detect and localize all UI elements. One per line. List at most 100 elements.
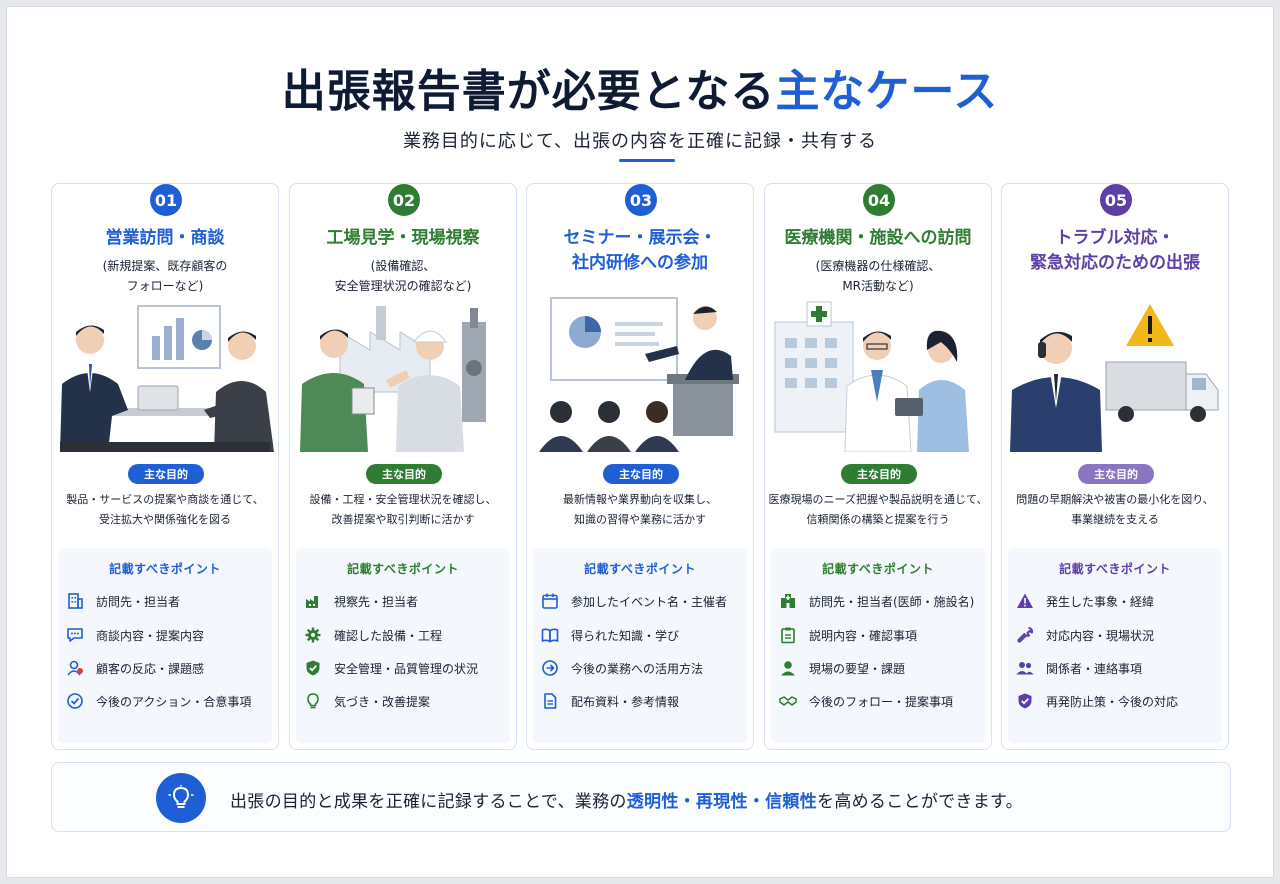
key-point-item: 今後のフォロー・提案事項 bbox=[779, 690, 979, 712]
key-point-text: 関係者・連絡事項 bbox=[1046, 661, 1143, 676]
title-main: 出張報告書が必要となる bbox=[281, 66, 776, 117]
key-points-heading: 記載すべきポイント bbox=[109, 562, 221, 576]
key-points-heading: 記載すべきポイント bbox=[822, 562, 934, 576]
hospital-icon bbox=[781, 594, 795, 608]
key-point-text: 顧客の反応・課題感 bbox=[96, 661, 205, 676]
purpose-badge: 主な目的 bbox=[1078, 464, 1154, 484]
case-number: 02 bbox=[388, 184, 420, 216]
purpose-line: 製品・サービスの提案や商談を通じて、 bbox=[66, 493, 264, 506]
key-point-item: 説明内容・確認事項 bbox=[779, 624, 979, 646]
key-point-item: 今後のアクション・合意事項 bbox=[66, 690, 266, 712]
key-point-text: 配布資料・参考情報 bbox=[571, 694, 680, 709]
key-point-item: 参加したイベント名・主催者 bbox=[541, 590, 741, 612]
summary-banner: 出張の目的と成果を正確に記録することで、業務の透明性・再現性・信頼性を高めること… bbox=[51, 762, 1231, 832]
clipboard-icon bbox=[781, 627, 795, 644]
case-title-line: セミナー・展示会・ bbox=[563, 228, 717, 248]
check-circle-icon bbox=[67, 693, 83, 709]
purpose-line: 事業継続を支える bbox=[1071, 513, 1159, 526]
handshake-icon bbox=[779, 696, 797, 706]
key-points-heading: 記載すべきポイント bbox=[1059, 562, 1171, 576]
key-point-item: 顧客の反応・課題感 bbox=[66, 657, 266, 679]
case-purpose: 最新情報や業界動向を収集し、 知識の習得や業務に活かす bbox=[527, 490, 753, 530]
case-title-line: 社内研修への参加 bbox=[572, 253, 708, 273]
key-points-box: 記載すべきポイント 発生した事象・経緯 対応内容・現場状況 関係者・連絡事項 再… bbox=[1008, 548, 1222, 743]
seminar-illustration bbox=[539, 297, 739, 452]
key-point-text: 商談内容・提案内容 bbox=[96, 628, 205, 643]
case-title: 医療機関・施設への訪問 bbox=[765, 226, 991, 251]
building-icon bbox=[68, 593, 83, 609]
key-point-item: 気づき・改善提案 bbox=[304, 690, 504, 712]
case-subtitle-line: (新規提案、既存顧客の bbox=[102, 259, 228, 273]
case-number: 03 bbox=[625, 184, 657, 216]
lightbulb-icon bbox=[156, 773, 206, 823]
case-title-line: トラブル対応・ bbox=[1055, 228, 1175, 248]
summary-text: 出張の目的と成果を正確に記録することで、業務の透明性・再現性・信頼性を高めること… bbox=[230, 787, 1023, 812]
key-point-text: 現場の要望・課題 bbox=[809, 661, 906, 676]
purpose-badge: 主な目的 bbox=[603, 464, 679, 484]
case-purpose: 製品・サービスの提案や商談を通じて、 受注拡大や関係強化を図る bbox=[52, 490, 278, 530]
shield-check-icon bbox=[306, 660, 320, 676]
purpose-line: 最新情報や業界動向を収集し、 bbox=[563, 493, 717, 506]
case-purpose: 医療現場のニーズ把握や製品説明を通じて、 信頼関係の構築と提案を行う bbox=[765, 490, 991, 530]
purpose-line: 設備・工程・安全管理状況を確認し、 bbox=[309, 493, 497, 506]
key-point-text: 参加したイベント名・主催者 bbox=[571, 594, 728, 609]
lightbulb-icon bbox=[307, 693, 319, 709]
summary-text-before: 出張の目的と成果を正確に記録することで、業務の bbox=[230, 792, 627, 812]
key-point-item: 今後の業務への活用方法 bbox=[541, 657, 741, 679]
purpose-badge: 主な目的 bbox=[366, 464, 442, 484]
infographic-page: 出張報告書が必要となる主なケース 業務目的に応じて、出張の内容を正確に記録・共有… bbox=[6, 6, 1274, 878]
case-number: 04 bbox=[863, 184, 895, 216]
key-point-item: 現場の要望・課題 bbox=[779, 657, 979, 679]
calendar-icon bbox=[542, 593, 558, 609]
case-title: 工場見学・現場視察 bbox=[290, 226, 516, 251]
case-card-seminar: 03 セミナー・展示会・ 社内研修への参加 主な目的 bbox=[526, 183, 754, 750]
factory-inspection-illustration bbox=[300, 306, 486, 452]
key-point-item: 対応内容・現場状況 bbox=[1016, 624, 1216, 646]
key-point-text: 視察先・担当者 bbox=[334, 594, 419, 609]
key-point-text: 安全管理・品質管理の状況 bbox=[334, 661, 479, 676]
key-points-box: 記載すべきポイント 参加したイベント名・主催者 得られた知識・学び 今後の業務へ… bbox=[533, 548, 747, 743]
key-points-box: 記載すべきポイント 訪問先・担当者(医師・施設名) 説明内容・確認事項 現場の要… bbox=[771, 548, 985, 743]
case-title: 営業訪問・商談 bbox=[52, 226, 278, 251]
key-point-text: 確認した設備・工程 bbox=[334, 628, 443, 643]
case-title-line: 工場見学・現場視察 bbox=[326, 228, 480, 248]
factory-icon bbox=[306, 596, 318, 608]
summary-text-after: を高めることができます。 bbox=[817, 792, 1023, 812]
purpose-line: 信頼関係の構築と提案を行う bbox=[806, 513, 950, 526]
purpose-line: 問題の早期解決や被害の最小化を図り、 bbox=[1016, 493, 1214, 506]
case-card-medical: 04 医療機関・施設への訪問 (医療機器の仕様確認、 MR活動など) bbox=[764, 183, 992, 750]
case-card-factory: 02 工場見学・現場視察 (設備確認、 安全管理状況の確認など) 主な目的 設備… bbox=[289, 183, 517, 750]
key-point-text: 気づき・改善提案 bbox=[334, 694, 431, 709]
case-title-line: 医療機関・施設への訪問 bbox=[784, 228, 972, 248]
key-point-item: 確認した設備・工程 bbox=[304, 624, 504, 646]
key-point-item: 視察先・担当者 bbox=[304, 590, 504, 612]
hospital-visit-illustration bbox=[774, 301, 969, 452]
key-point-text: 説明内容・確認事項 bbox=[809, 628, 918, 643]
wrench-icon bbox=[1017, 626, 1034, 643]
key-point-item: 訪問先・担当者(医師・施設名) bbox=[779, 590, 979, 612]
key-point-item: 配布資料・参考情報 bbox=[541, 690, 741, 712]
key-points-heading: 記載すべきポイント bbox=[584, 562, 696, 576]
key-point-item: 得られた知識・学び bbox=[541, 624, 741, 646]
case-title: トラブル対応・ 緊急対応のための出張 bbox=[1002, 226, 1228, 276]
arrow-circle-icon bbox=[542, 660, 558, 676]
title-underline bbox=[619, 159, 675, 162]
case-subtitle-line: (設備確認、 bbox=[370, 259, 436, 273]
case-subtitle-line: MR活動など) bbox=[842, 279, 914, 293]
key-points-box: 記載すべきポイント 訪問先・担当者 商談内容・提案内容 顧客の反応・課題感 今後… bbox=[58, 548, 272, 743]
purpose-badge: 主な目的 bbox=[128, 464, 204, 484]
case-subtitle-line: 安全管理状況の確認など) bbox=[334, 279, 472, 293]
key-point-text: 再発防止策・今後の対応 bbox=[1046, 694, 1179, 709]
document-icon bbox=[544, 693, 557, 709]
sales-meeting-illustration bbox=[60, 305, 274, 452]
emergency-trip-illustration bbox=[1010, 304, 1219, 452]
case-subtitle-line: (医療機器の仕様確認、 bbox=[815, 259, 941, 273]
purpose-line: 知識の習得や業務に活かす bbox=[574, 513, 706, 526]
key-point-text: 今後の業務への活用方法 bbox=[571, 661, 704, 676]
title-accent: 主なケース bbox=[775, 66, 999, 117]
key-point-text: 今後のアクション・合意事項 bbox=[96, 694, 252, 709]
case-purpose: 設備・工程・安全管理状況を確認し、 改善提案や取引判断に活かす bbox=[290, 490, 516, 530]
key-point-item: 再発防止策・今後の対応 bbox=[1016, 690, 1216, 712]
key-point-item: 安全管理・品質管理の状況 bbox=[304, 657, 504, 679]
person-icon bbox=[781, 661, 795, 676]
